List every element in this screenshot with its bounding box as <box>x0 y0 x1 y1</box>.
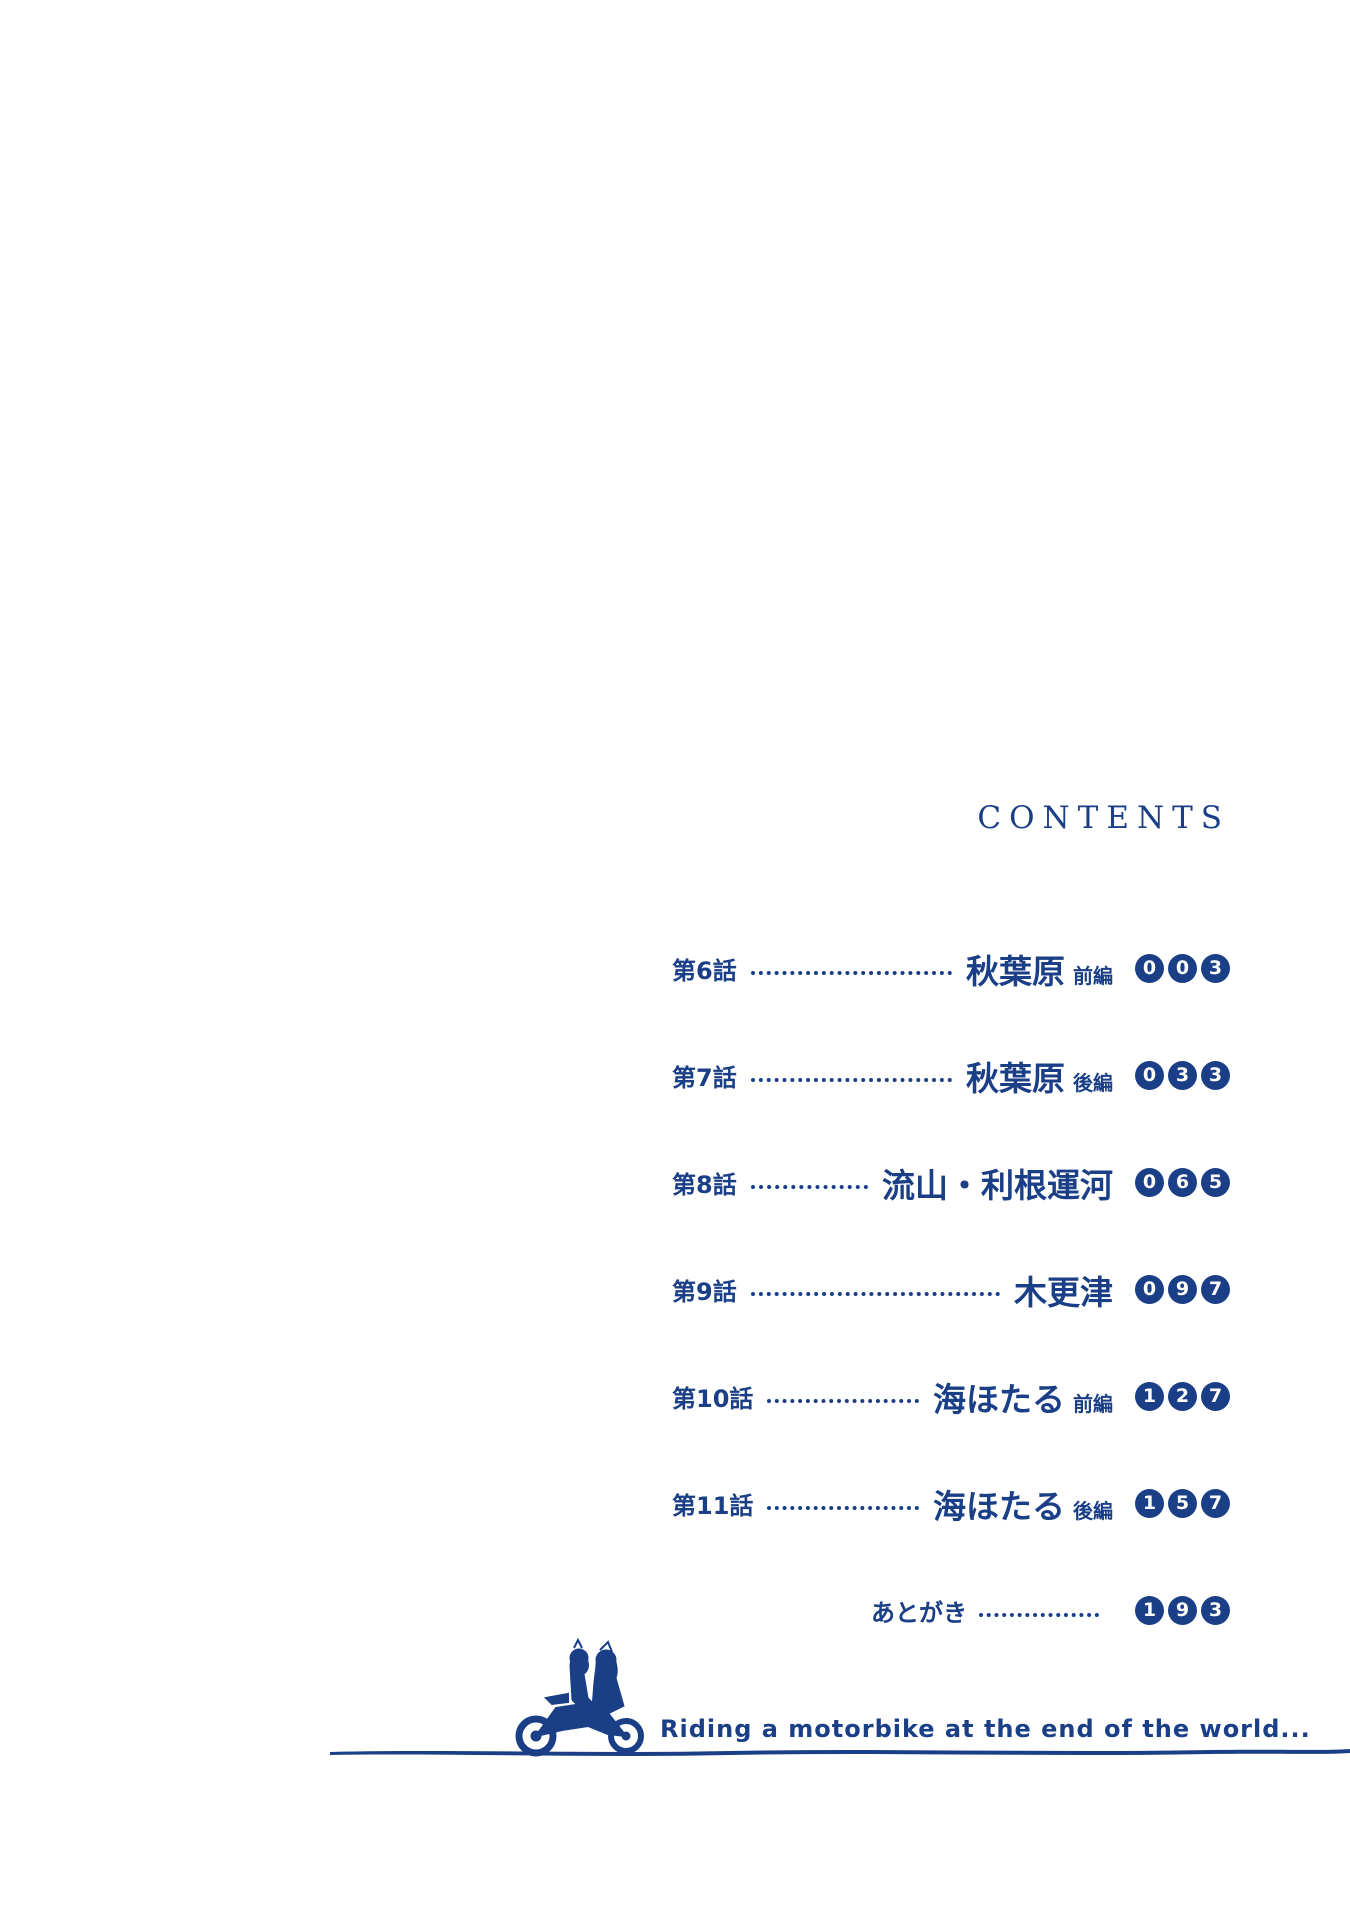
page-digit: 7 <box>1201 1382 1230 1411</box>
table-of-contents: 第6話 秋葉原 前編 0 0 3 第7話 秋葉原 後編 0 3 3 第8話 流 <box>650 915 1230 1664</box>
page-digit: 1 <box>1135 1382 1164 1411</box>
page-digit: 5 <box>1201 1168 1230 1197</box>
episode-part: 前編 <box>1073 1392 1113 1416</box>
toc-entry: 第8話 流山・利根運河 0 6 5 <box>650 1129 1230 1236</box>
toc-entry: 第7話 秋葉原 後編 0 3 3 <box>650 1022 1230 1129</box>
episode-title: 秋葉原 <box>966 1058 1065 1098</box>
leader-dots <box>750 1077 952 1082</box>
episode-title: 海ほたる <box>933 1379 1065 1419</box>
episode-title: 秋葉原 <box>966 951 1065 991</box>
page-number: 0 3 3 <box>1135 1061 1230 1090</box>
episode-number: 第11話 <box>672 1492 754 1520</box>
page-digit: 0 <box>1135 954 1164 983</box>
episode-number: 第10話 <box>672 1385 754 1413</box>
page-number: 0 6 5 <box>1135 1168 1230 1197</box>
leader-dots <box>750 970 952 975</box>
page-digit: 6 <box>1168 1168 1197 1197</box>
contents-heading: CONTENTS <box>977 800 1230 836</box>
page-digit: 7 <box>1201 1275 1230 1304</box>
page-digit: 3 <box>1201 954 1230 983</box>
episode-title: 海ほたる <box>933 1486 1065 1526</box>
page-digit: 9 <box>1168 1596 1197 1625</box>
toc-entry: 第9話 木更津 0 9 7 <box>650 1236 1230 1343</box>
leader-dots <box>767 1505 919 1510</box>
afterword-title: あとがき <box>871 1599 967 1627</box>
page-digit: 0 <box>1135 1275 1164 1304</box>
episode-part: 後編 <box>1073 1499 1113 1523</box>
page-digit: 3 <box>1168 1061 1197 1090</box>
ground-line-icon <box>330 1749 1350 1756</box>
page-digit: 0 <box>1135 1168 1164 1197</box>
page-number: 1 5 7 <box>1135 1489 1230 1518</box>
page-digit: 5 <box>1168 1489 1197 1518</box>
leader-dots <box>767 1398 919 1403</box>
page-digit: 2 <box>1168 1382 1197 1411</box>
page-number: 0 0 3 <box>1135 954 1230 983</box>
toc-entry: 第6話 秋葉原 前編 0 0 3 <box>650 915 1230 1022</box>
tagline: Riding a motorbike at the end of the wor… <box>660 1715 1311 1743</box>
episode-part: 前編 <box>1073 964 1113 988</box>
episode-title: 木更津 <box>1014 1272 1113 1312</box>
episode-number: 第6話 <box>672 957 737 985</box>
page-number: 1 2 7 <box>1135 1382 1230 1411</box>
page-number: 1 9 3 <box>1135 1596 1230 1625</box>
page-digit: 0 <box>1168 954 1197 983</box>
leader-dots <box>750 1291 1000 1296</box>
page-number: 0 9 7 <box>1135 1275 1230 1304</box>
motorbike-riders-silhouette-icon <box>515 1638 644 1757</box>
episode-number: 第7話 <box>672 1064 737 1092</box>
page-digit: 7 <box>1201 1489 1230 1518</box>
page-digit: 3 <box>1201 1596 1230 1625</box>
toc-entry: 第10話 海ほたる 前編 1 2 7 <box>650 1343 1230 1450</box>
leader-dots <box>979 1612 1099 1617</box>
episode-part: 後編 <box>1073 1071 1113 1095</box>
page-digit: 1 <box>1135 1596 1164 1625</box>
episode-number: 第9話 <box>672 1278 737 1306</box>
page-digit: 3 <box>1201 1061 1230 1090</box>
toc-entry-afterword: あとがき 1 9 3 <box>650 1557 1230 1664</box>
episode-number: 第8話 <box>672 1171 737 1199</box>
episode-title: 流山・利根運河 <box>882 1165 1113 1205</box>
page-digit: 0 <box>1135 1061 1164 1090</box>
leader-dots <box>750 1184 868 1189</box>
page-digit: 9 <box>1168 1275 1197 1304</box>
page-digit: 1 <box>1135 1489 1164 1518</box>
toc-entry: 第11話 海ほたる 後編 1 5 7 <box>650 1450 1230 1557</box>
